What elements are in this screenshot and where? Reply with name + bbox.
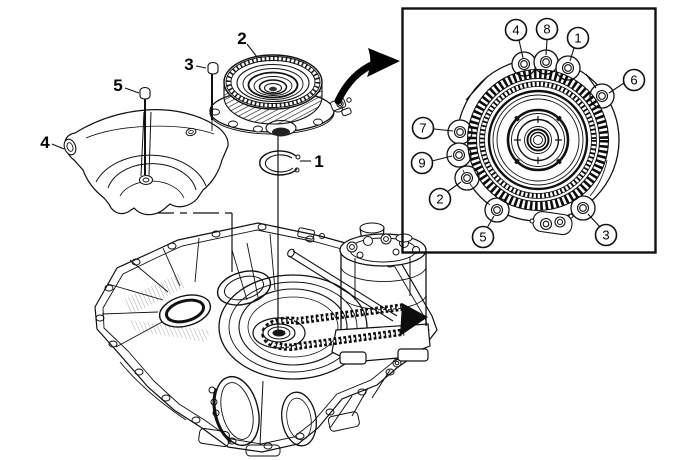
baffle-drawing: [63, 109, 229, 216]
transaxle-case-drawing: [94, 222, 438, 457]
svg-text:5: 5: [479, 230, 486, 245]
drive-chain-drawing: [252, 303, 428, 351]
detail-callout-6: 6: [622, 68, 646, 92]
snap-ring-drawing: [259, 150, 301, 176]
callout-label-4: 4: [40, 133, 50, 152]
detail-callouts: 4 8 1 6 7 9 2: [410, 17, 646, 249]
leader-label-5: [124, 87, 140, 94]
baffle-left-tab: [63, 138, 77, 156]
case-window-small: [281, 391, 317, 447]
detail-assembly-face: [446, 49, 620, 236]
detail-callout-8: 8: [535, 17, 559, 41]
fluid-pump-drawing: [331, 222, 431, 365]
svg-text:2: 2: [436, 192, 443, 207]
callout-label-2: 2: [237, 29, 246, 48]
svg-text:1: 1: [574, 31, 581, 46]
leader-label-3: [195, 65, 207, 69]
leader-label-2: [246, 43, 258, 58]
case-seal-opening-right: [216, 270, 272, 306]
svg-text:9: 9: [418, 156, 425, 171]
detail-box: 4 8 1 6 7 9 2: [401, 7, 657, 254]
case-window-large: [212, 375, 260, 447]
bolt-5-drawing: [139, 86, 151, 175]
callout-label-5: 5: [113, 76, 122, 95]
detail-callout-5: 5: [471, 225, 495, 249]
leader-label-4: [51, 143, 65, 150]
svg-text:4: 4: [512, 23, 519, 38]
svg-text:8: 8: [543, 22, 550, 37]
exploded-labels: 2 3 5 4 1: [40, 29, 323, 171]
case-flange-outer: [94, 222, 438, 453]
svg-text:6: 6: [630, 73, 637, 88]
detail-callout-7: 7: [411, 116, 435, 140]
detail-callout-3: 3: [594, 223, 618, 247]
callout-label-1: 1: [314, 152, 323, 171]
detail-arrow-icon: [334, 48, 400, 105]
callout-label-3: 3: [184, 55, 193, 74]
exploded-view: 2 3 5 4 1: [40, 29, 400, 216]
detail-callout-2: 2: [428, 187, 452, 211]
gear-assembly-drawing: [209, 54, 352, 137]
case-flange-inner: [102, 229, 430, 445]
svg-text:3: 3: [602, 228, 609, 243]
detail-callout-4: 4: [504, 18, 528, 42]
bolt-3-drawing: [207, 61, 219, 131]
case-bell-housing: [218, 274, 368, 380]
connector-boss: [529, 211, 574, 236]
detail-callout-1: 1: [566, 26, 590, 50]
hub-ticks: [514, 116, 562, 164]
detail-callout-9: 9: [410, 151, 434, 175]
detail-box-border: [401, 7, 657, 254]
case-seal-opening-left: [158, 294, 212, 328]
case-ribs: [101, 233, 276, 348]
svg-text:7: 7: [419, 121, 426, 136]
detail-bolt-holes: [452, 55, 609, 217]
case-lower-wall: [119, 361, 187, 421]
